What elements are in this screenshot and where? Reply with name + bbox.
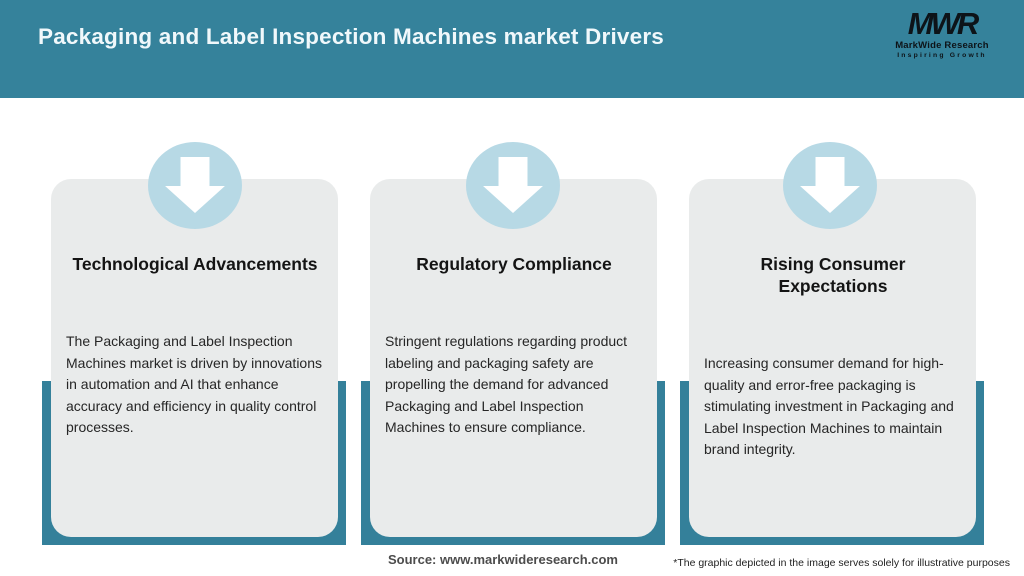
driver-card: Technological Advancements The Packaging…	[51, 179, 338, 537]
disclaimer-text: *The graphic depicted in the image serve…	[673, 557, 1010, 569]
driver-card: Regulatory Compliance Stringent regulati…	[370, 179, 657, 537]
header-bar: Packaging and Label Inspection Machines …	[0, 0, 1024, 98]
card-title: Regulatory Compliance	[416, 254, 612, 274]
card-title: Rising Consumer Expectations	[760, 254, 906, 296]
down-arrow-icon	[466, 142, 560, 229]
source-text: Source: www.markwideresearch.com	[387, 552, 618, 567]
markwide-logo: MWR MarkWide Research Inspiring Growth	[878, 6, 1006, 59]
card-description: Increasing consumer demand for high-qual…	[704, 355, 954, 457]
card-title: Technological Advancements	[72, 254, 318, 274]
card-description: Stringent regulations regarding product …	[385, 333, 628, 435]
down-arrow-icon	[783, 142, 877, 229]
logo-name: MarkWide Research	[895, 40, 989, 51]
logo-monogram: MWR	[907, 6, 979, 41]
card-description: The Packaging and Label Inspection Machi…	[66, 333, 323, 435]
page-title: Packaging and Label Inspection Machines …	[38, 24, 665, 49]
logo-tagline: Inspiring Growth	[897, 52, 987, 59]
down-arrow-icon	[148, 142, 242, 229]
driver-card: Rising Consumer Expectations Increasing …	[689, 179, 976, 537]
